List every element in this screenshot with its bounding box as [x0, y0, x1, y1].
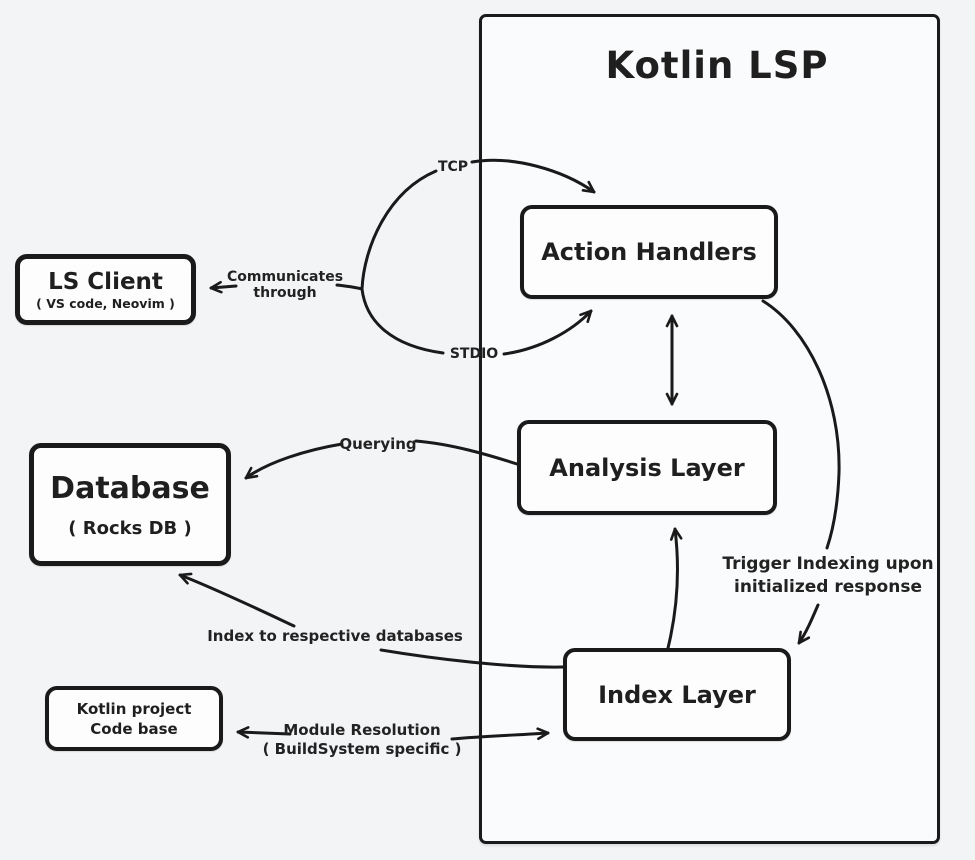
node-analysis-layer: Analysis Layer [517, 420, 777, 515]
module-resolution-arrow-right [450, 727, 550, 741]
edge-label-communicates-line2: through [253, 285, 317, 301]
node-database-label: Database [50, 470, 210, 506]
edge-label-trigger-line1: Trigger Indexing upon [722, 554, 934, 574]
edge-label-querying: Querying [339, 435, 417, 453]
communicates-arrow-segment [335, 283, 364, 291]
tcp-arc-right [470, 158, 596, 194]
edge-label-trigger-line2: initialized response [734, 577, 922, 597]
node-ls-client-label: LS Client [48, 268, 163, 295]
querying-arrow-right [414, 439, 519, 466]
edge-label-module-resolution: Module Resolution ( BuildSystem specific… [263, 721, 462, 759]
node-ls-client: LS Client ( VS code, Neovim ) [15, 254, 196, 325]
edge-label-module-line1: Module Resolution [283, 721, 441, 739]
diagram-title: Kotlin LSP [605, 44, 829, 87]
edge-label-stdio: STDIO [449, 346, 499, 362]
node-index-layer-label: Index Layer [598, 680, 756, 709]
node-ls-client-sublabel: ( VS code, Neovim ) [36, 295, 175, 311]
stdio-arc-right [502, 309, 593, 356]
edge-label-communicates-line1: Communicates [226, 269, 344, 285]
edge-label-module-line2: ( BuildSystem specific ) [262, 740, 462, 758]
trigger-indexing-arc-top [761, 299, 841, 550]
stdio-arc-left [360, 287, 445, 355]
trigger-indexing-arc-bottom [797, 603, 820, 645]
module-resolution-arrow-left [236, 726, 292, 739]
querying-arrow-left [244, 442, 344, 480]
index-to-db-segment [379, 648, 565, 669]
index-to-analysis-arrow [666, 527, 683, 650]
node-action-handlers-label: Action Handlers [541, 238, 757, 266]
node-kotlin-project: Kotlin project Code base [45, 686, 223, 751]
edge-label-communicates-through: Communicates through [227, 269, 343, 301]
tcp-arc-left [360, 169, 438, 291]
node-kotlin-project-line1: Kotlin project [76, 699, 192, 718]
communicates-arrow-head [209, 280, 238, 294]
index-to-db-arrow [178, 572, 296, 628]
edge-label-index-to-db: Index to respective databases [207, 627, 463, 645]
node-analysis-layer-label: Analysis Layer [549, 453, 745, 482]
node-kotlin-project-line2: Code base [90, 719, 178, 738]
node-database-sublabel: ( Rocks DB ) [68, 517, 192, 539]
node-database: Database ( Rocks DB ) [29, 443, 231, 566]
edge-label-trigger-indexing: Trigger Indexing upon initialized respon… [722, 553, 933, 599]
node-action-handlers: Action Handlers [520, 205, 778, 299]
edge-label-tcp: TCP [437, 159, 469, 175]
node-index-layer: Index Layer [563, 648, 791, 741]
